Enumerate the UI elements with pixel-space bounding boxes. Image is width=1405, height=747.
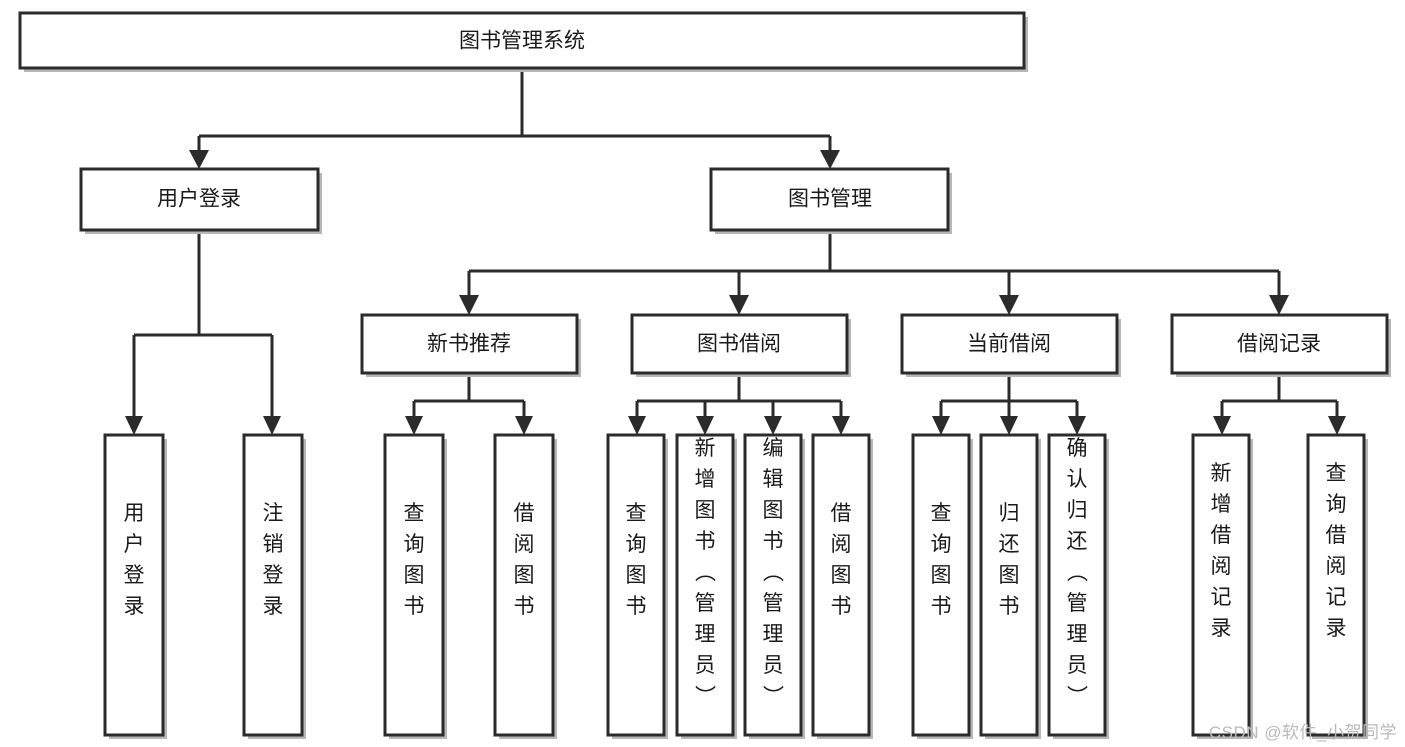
leaf-return-book-label: 归还图书 — [999, 502, 1020, 618]
leaf-user-login-rect — [103, 433, 165, 737]
node-user-login[interactable]: 用户登录 — [79, 167, 322, 234]
leaf-query-book-borrow-rect — [606, 433, 666, 737]
leaf-query-book-current-label: 查询图书 — [931, 502, 952, 618]
current-borrow-label: 当前借阅 — [967, 333, 1051, 356]
leaf-add-book[interactable]: 新增图书（管理员） — [675, 433, 737, 739]
leaf-confirm-return-label: 确认归还（管理员） — [1067, 437, 1089, 708]
arrow-head-leaf-confirm-return — [1068, 416, 1086, 435]
leaf-add-borrow-record-label: 新增借阅记录 — [1211, 462, 1232, 640]
user-login-rect — [79, 167, 320, 232]
book-borrow-label: 图书借阅 — [697, 333, 781, 356]
arrow-head-new-book — [459, 295, 479, 315]
leaf-add-book-rect — [675, 433, 735, 737]
arrow-head-leaf-query-record — [1328, 416, 1346, 435]
arrow-head-leaf-add-book — [696, 416, 714, 435]
book-management-label: 图书管理 — [788, 188, 872, 211]
arrow-head-leaf-user-login — [125, 416, 143, 435]
arrow-head-leaf-return-book — [1000, 416, 1018, 435]
leaf-borrow-book[interactable]: 借阅图书 — [811, 433, 873, 739]
leaf-confirm-return-rect — [1047, 433, 1107, 737]
leaf-add-borrow-record-rect — [1191, 433, 1251, 737]
leaf-logout[interactable]: 注销登录 — [242, 433, 306, 739]
leaf-query-borrow-record-label: 查询借阅记录 — [1326, 462, 1347, 640]
leaf-query-book-borrow[interactable]: 查询图书 — [606, 433, 668, 739]
node-root[interactable]: 图书管理系统 — [18, 11, 1028, 72]
leaf-query-book-recommend-rect — [383, 433, 445, 737]
leaf-user-login-label: 用户登录 — [124, 502, 145, 618]
new-book-recommend-rect — [360, 313, 579, 375]
arrow-head-book-borrow — [729, 295, 749, 315]
borrow-record-rect — [1170, 313, 1389, 375]
leaf-query-book-borrow-label: 查询图书 — [626, 502, 647, 618]
leaf-borrow-book-label: 借阅图书 — [831, 502, 852, 618]
current-borrow-rect — [900, 313, 1119, 375]
book-borrow-rect — [630, 313, 849, 375]
arrow-head-leaf-query-book-2 — [628, 416, 646, 435]
node-book-borrow[interactable]: 图书借阅 — [630, 313, 851, 377]
root-label: 图书管理系统 — [459, 30, 585, 53]
root-rect — [18, 11, 1026, 70]
leaf-query-book-current-rect — [911, 433, 971, 737]
leaf-query-book-recommend-label: 查询图书 — [404, 502, 425, 618]
node-book-management[interactable]: 图书管理 — [709, 167, 952, 234]
leaf-query-book-current[interactable]: 查询图书 — [911, 433, 973, 739]
arrow-head-current-borrow — [999, 295, 1019, 315]
leaf-borrow-book-recommend-rect — [493, 433, 555, 737]
leaf-confirm-return[interactable]: 确认归还（管理员） — [1047, 433, 1109, 739]
connector-layer — [125, 68, 1346, 435]
leaf-query-book-recommend[interactable]: 查询图书 — [383, 433, 447, 739]
borrow-record-label: 借阅记录 — [1237, 333, 1321, 356]
node-current-borrow[interactable]: 当前借阅 — [900, 313, 1121, 377]
leaf-logout-label: 注销登录 — [263, 502, 284, 618]
arrow-head-leaf-borrow-book-2 — [832, 416, 850, 435]
leaf-query-borrow-record[interactable]: 查询借阅记录 — [1306, 433, 1368, 739]
node-new-book-recommend[interactable]: 新书推荐 — [360, 313, 581, 377]
leaf-query-borrow-record-rect — [1306, 433, 1366, 737]
leaf-add-borrow-record[interactable]: 新增借阅记录 — [1191, 433, 1253, 739]
leaf-edit-book-label: 编辑图书（管理员） — [763, 437, 785, 708]
leaf-add-book-label: 新增图书（管理员） — [695, 437, 717, 708]
leaf-borrow-book-recommend-label: 借阅图书 — [514, 502, 535, 618]
arrow-head-leaf-query-book-1 — [405, 416, 423, 435]
leaf-logout-rect — [242, 433, 304, 737]
node-borrow-record[interactable]: 借阅记录 — [1170, 313, 1391, 377]
arrow-head-user-login — [189, 150, 209, 169]
book-management-rect — [709, 167, 950, 232]
arrow-head-book-mgmt — [820, 150, 840, 169]
new-book-recommend-label: 新书推荐 — [427, 333, 511, 356]
leaf-return-book[interactable]: 归还图书 — [979, 433, 1041, 739]
arrow-head-leaf-edit-book — [764, 416, 782, 435]
leaf-return-book-rect — [979, 433, 1039, 737]
user-login-label: 用户登录 — [157, 188, 241, 211]
arrow-head-borrow-record — [1269, 295, 1289, 315]
arrow-head-leaf-query-book-3 — [932, 416, 950, 435]
arrow-head-leaf-logout — [263, 416, 281, 435]
leaf-edit-book[interactable]: 编辑图书（管理员） — [743, 433, 805, 739]
arrow-head-leaf-borrow-book-1 — [515, 416, 533, 435]
leaf-borrow-book-recommend[interactable]: 借阅图书 — [493, 433, 557, 739]
leaf-user-login[interactable]: 用户登录 — [103, 433, 167, 739]
leaf-borrow-book-rect — [811, 433, 871, 737]
arrow-head-leaf-add-record — [1213, 416, 1231, 435]
leaf-edit-book-rect — [743, 433, 803, 737]
